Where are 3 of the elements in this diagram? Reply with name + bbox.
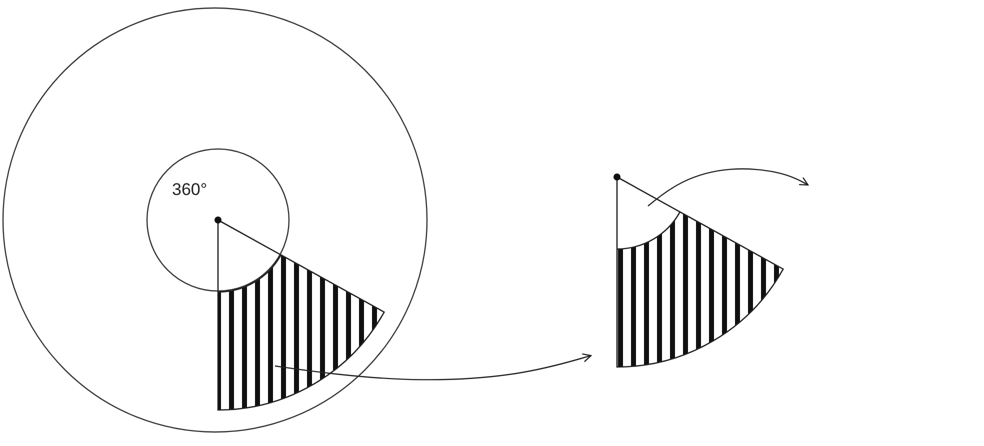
- curved-arrow: [274, 353, 592, 380]
- curved-arrow: [648, 168, 809, 206]
- angle-label: 360°: [172, 180, 208, 200]
